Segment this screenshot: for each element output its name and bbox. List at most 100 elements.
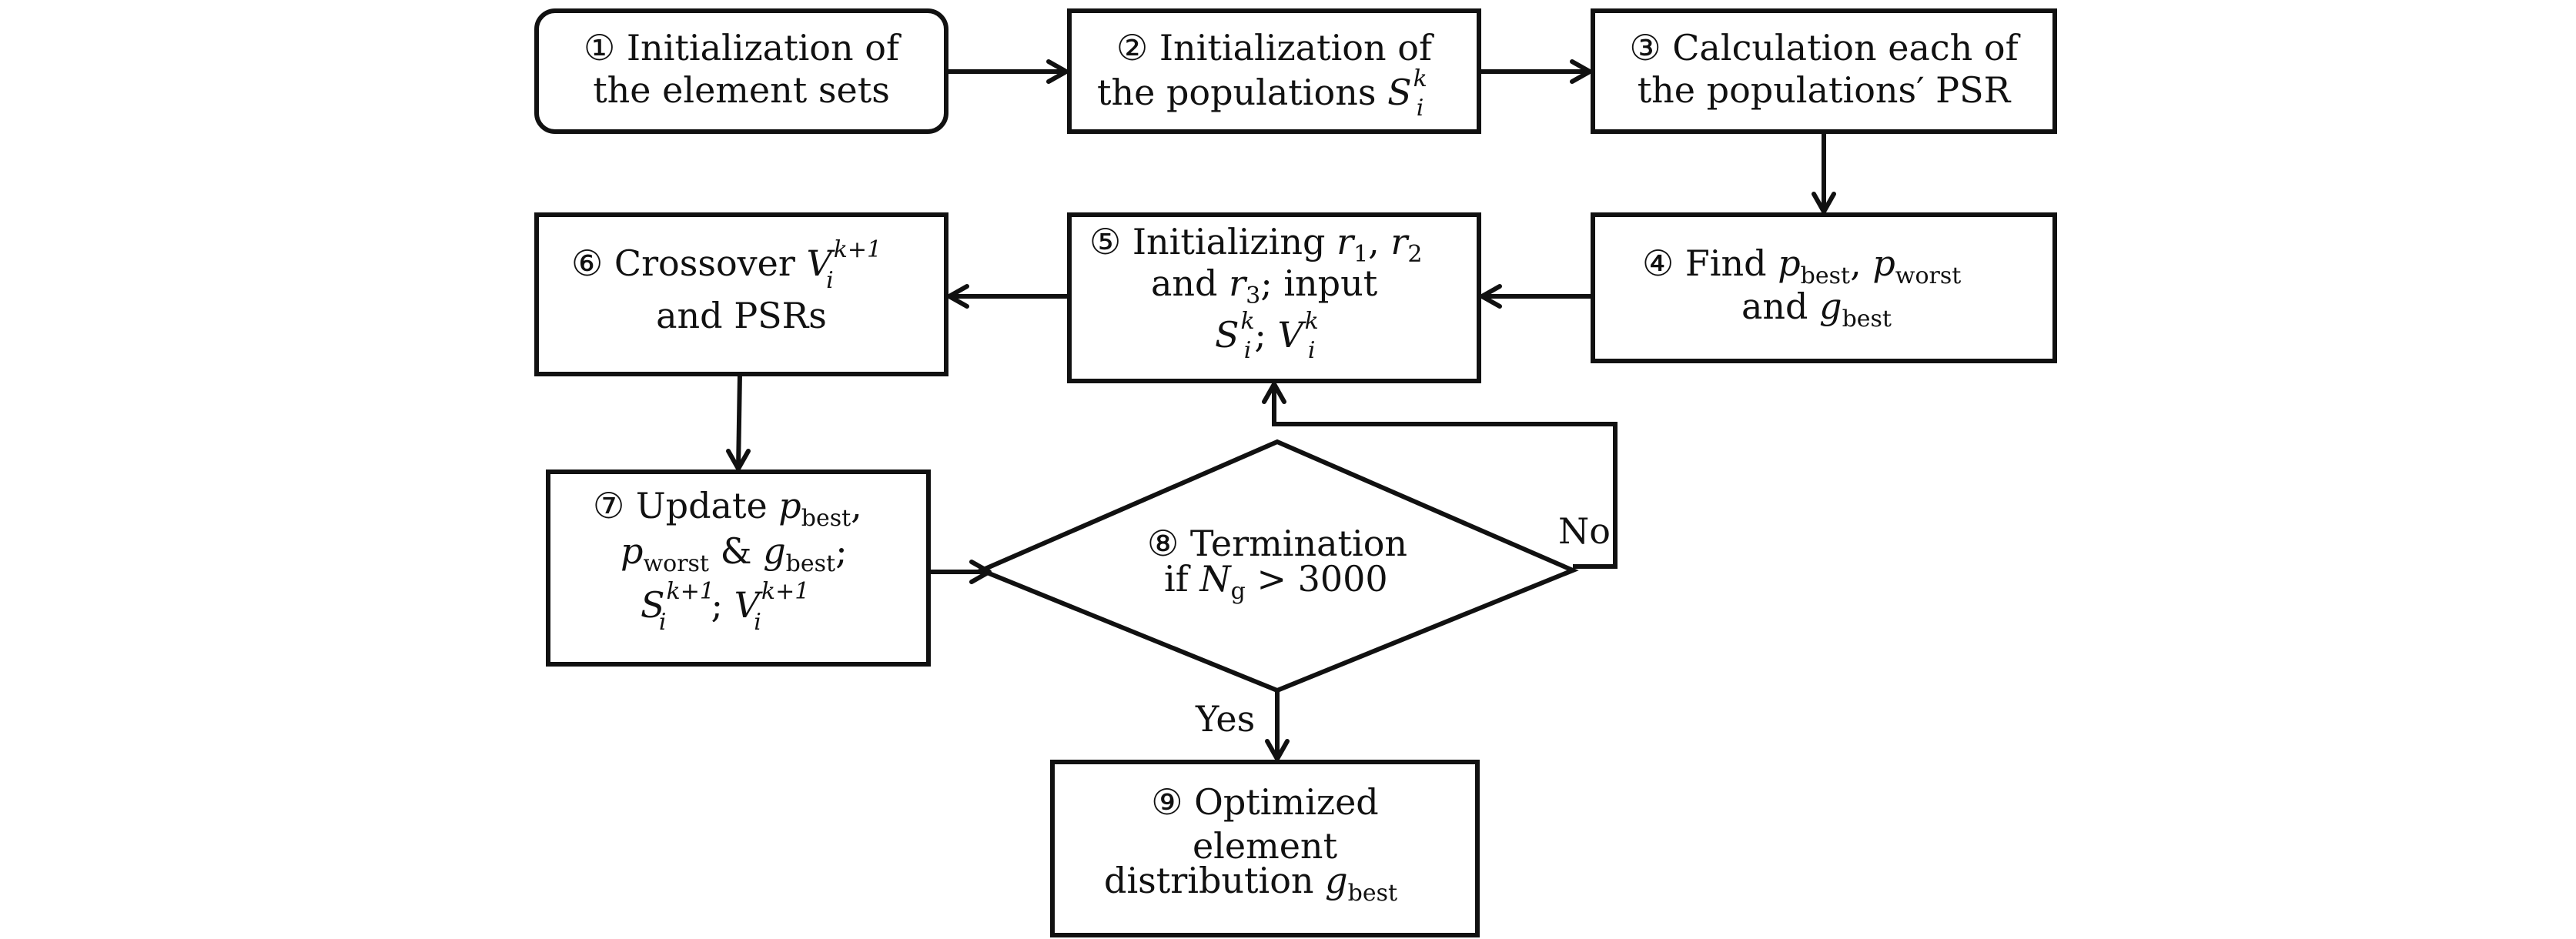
node-optimized-distribution: ⑨ Optimized element distribution gbest	[1050, 760, 1480, 937]
node-3-number: ③	[1629, 27, 1661, 69]
node-7-v: V	[734, 584, 764, 626]
arrowhead-2-to-3	[1570, 59, 1592, 84]
node-7-v-subscript: i	[754, 609, 761, 636]
node-5-and: and	[1151, 262, 1218, 304]
node-4-p-worst: p	[1872, 242, 1895, 284]
node-1-line-1: Initialization of	[627, 27, 902, 69]
node-7-p-worst: p	[621, 530, 643, 572]
node-5-comma: ,	[1368, 221, 1380, 262]
node-7-v-superscript: k+1	[761, 578, 809, 605]
node-5-v: V	[1277, 314, 1306, 356]
node-9-number: ⑨	[1151, 781, 1183, 823]
edge-6-to-7	[726, 373, 751, 471]
svg-text:⑧ Termination: ⑧ Termination	[1147, 523, 1407, 564]
arrowhead-7-to-8	[969, 560, 992, 584]
node-2-line-1: Initialization of	[1159, 27, 1434, 69]
svg-text:⑦ Update pbest,: ⑦ Update pbest,	[593, 485, 862, 532]
node-5-v-superscript: k	[1305, 308, 1319, 335]
node-9-g-best: g	[1325, 860, 1347, 901]
node-5-r1: r	[1337, 221, 1356, 262]
node-4-p-best: p	[1778, 242, 1800, 284]
svg-text:③ Calculation each of: ③ Calculation each of	[1629, 27, 2020, 69]
node-4-g-best: g	[1819, 286, 1842, 327]
node-4-best-subscript: best	[1801, 262, 1850, 289]
svg-text:if Ng > 3000: if Ng > 3000	[1164, 558, 1388, 605]
node-7-semicolon-2: ;	[711, 584, 724, 626]
node-8-if: if	[1164, 558, 1191, 600]
node-5-number: ⑤	[1089, 221, 1121, 262]
svg-text:⑥ Crossover Vk+1i: ⑥ Crossover Vk+1i	[571, 236, 882, 294]
svg-text:① Initialization of: ① Initialization of	[584, 27, 902, 69]
node-4-number: ④	[1642, 242, 1674, 284]
edge-8-no-to-5	[1262, 382, 1618, 569]
edge-2-to-3	[1479, 59, 1592, 84]
svg-text:distribution gbest: distribution gbest	[1104, 860, 1397, 907]
arrowhead-6-to-7	[726, 449, 751, 471]
node-5-initializing: Initializing	[1132, 221, 1326, 262]
node-calculate-psr: ③ Calculation each of the populations′ P…	[1591, 8, 2057, 134]
node-6-v-superscript: k+1	[834, 236, 882, 263]
edge-label-yes: Yes	[1195, 698, 1255, 740]
node-8-condition: > 3000	[1256, 558, 1387, 600]
node-3-line-1: Calculation each of	[1672, 27, 2020, 69]
node-8-number: ⑧	[1147, 523, 1179, 564]
node-find-best: ④ Find pbest, pworst and gbest	[1591, 212, 2057, 363]
svg-text:pworst & gbest;: pworst & gbest;	[621, 530, 848, 577]
arrowhead-8-no-to-5	[1262, 382, 1286, 404]
svg-text:and gbest: and gbest	[1741, 286, 1892, 332]
svg-text:⑨ Optimized: ⑨ Optimized	[1151, 781, 1378, 823]
arrowhead-8-yes-to-9	[1265, 739, 1290, 761]
node-8-n: N	[1199, 558, 1232, 600]
node-6-crossover: Crossover	[614, 242, 795, 284]
node-4-find: Find	[1685, 242, 1767, 284]
node-7-best-subscript: best	[801, 505, 851, 532]
node-3-line-2: the populations′ PSR	[1638, 69, 2012, 111]
node-7-number: ⑦	[593, 485, 624, 526]
edge-8-yes-to-9	[1265, 690, 1290, 761]
node-5-s-superscript: k	[1241, 308, 1255, 335]
svg-text:the populations Ski: the populations Ski	[1097, 65, 1427, 122]
arrowhead-3-to-4	[1812, 192, 1836, 214]
svg-text:⑤ Initializing r1, r2: ⑤ Initializing r1, r2	[1089, 221, 1423, 268]
node-8-line-1: Termination	[1190, 523, 1407, 564]
node-5-s: S	[1215, 314, 1239, 356]
arrowhead-5-to-6	[947, 284, 969, 309]
edge-5-to-6	[947, 284, 1069, 309]
edge-4-to-5	[1480, 284, 1593, 309]
node-5-input: ; input	[1260, 262, 1378, 304]
node-7-p-best: p	[778, 485, 801, 526]
node-2-superscript: k	[1413, 65, 1427, 92]
arrowhead-1-to-2	[1046, 59, 1069, 84]
node-9-line-3: distribution	[1104, 860, 1314, 901]
node-7-semicolon: ;	[835, 530, 848, 572]
node-7-g-best: g	[763, 530, 785, 572]
node-6-v: V	[807, 242, 836, 284]
decision-termination: ⑧ Termination if Ng > 3000	[975, 439, 1579, 693]
svg-text:② Initialization of: ② Initialization of	[1116, 27, 1434, 69]
node-5-s-subscript: i	[1244, 337, 1252, 364]
node-6-v-subscript: i	[826, 267, 834, 294]
node-5-semicolon: ;	[1254, 314, 1266, 356]
node-7-s-superscript: k+1	[667, 578, 714, 605]
node-7-s-subscript: i	[659, 609, 667, 636]
node-4-worst-subscript: worst	[1895, 262, 1962, 289]
edge-3-to-4	[1812, 132, 1836, 214]
node-7-worst-subscript: worst	[643, 550, 709, 577]
svg-text:Ski; Vki: Ski; Vki	[1215, 308, 1319, 364]
edge-1-to-2	[946, 59, 1069, 84]
node-5-r1-subscript: 1	[1353, 241, 1368, 268]
node-9-line-1: Optimized	[1194, 781, 1379, 823]
node-5-r2: r	[1390, 221, 1410, 262]
node-5-r3: r	[1229, 262, 1248, 304]
node-2-subscript: i	[1417, 95, 1424, 122]
node-7-s: S	[641, 584, 665, 626]
edge-label-no: No	[1558, 510, 1611, 552]
node-2-line-2: the populations	[1097, 72, 1376, 113]
edge-7-to-8	[928, 560, 992, 584]
node-5-r3-subscript: 3	[1246, 282, 1260, 309]
